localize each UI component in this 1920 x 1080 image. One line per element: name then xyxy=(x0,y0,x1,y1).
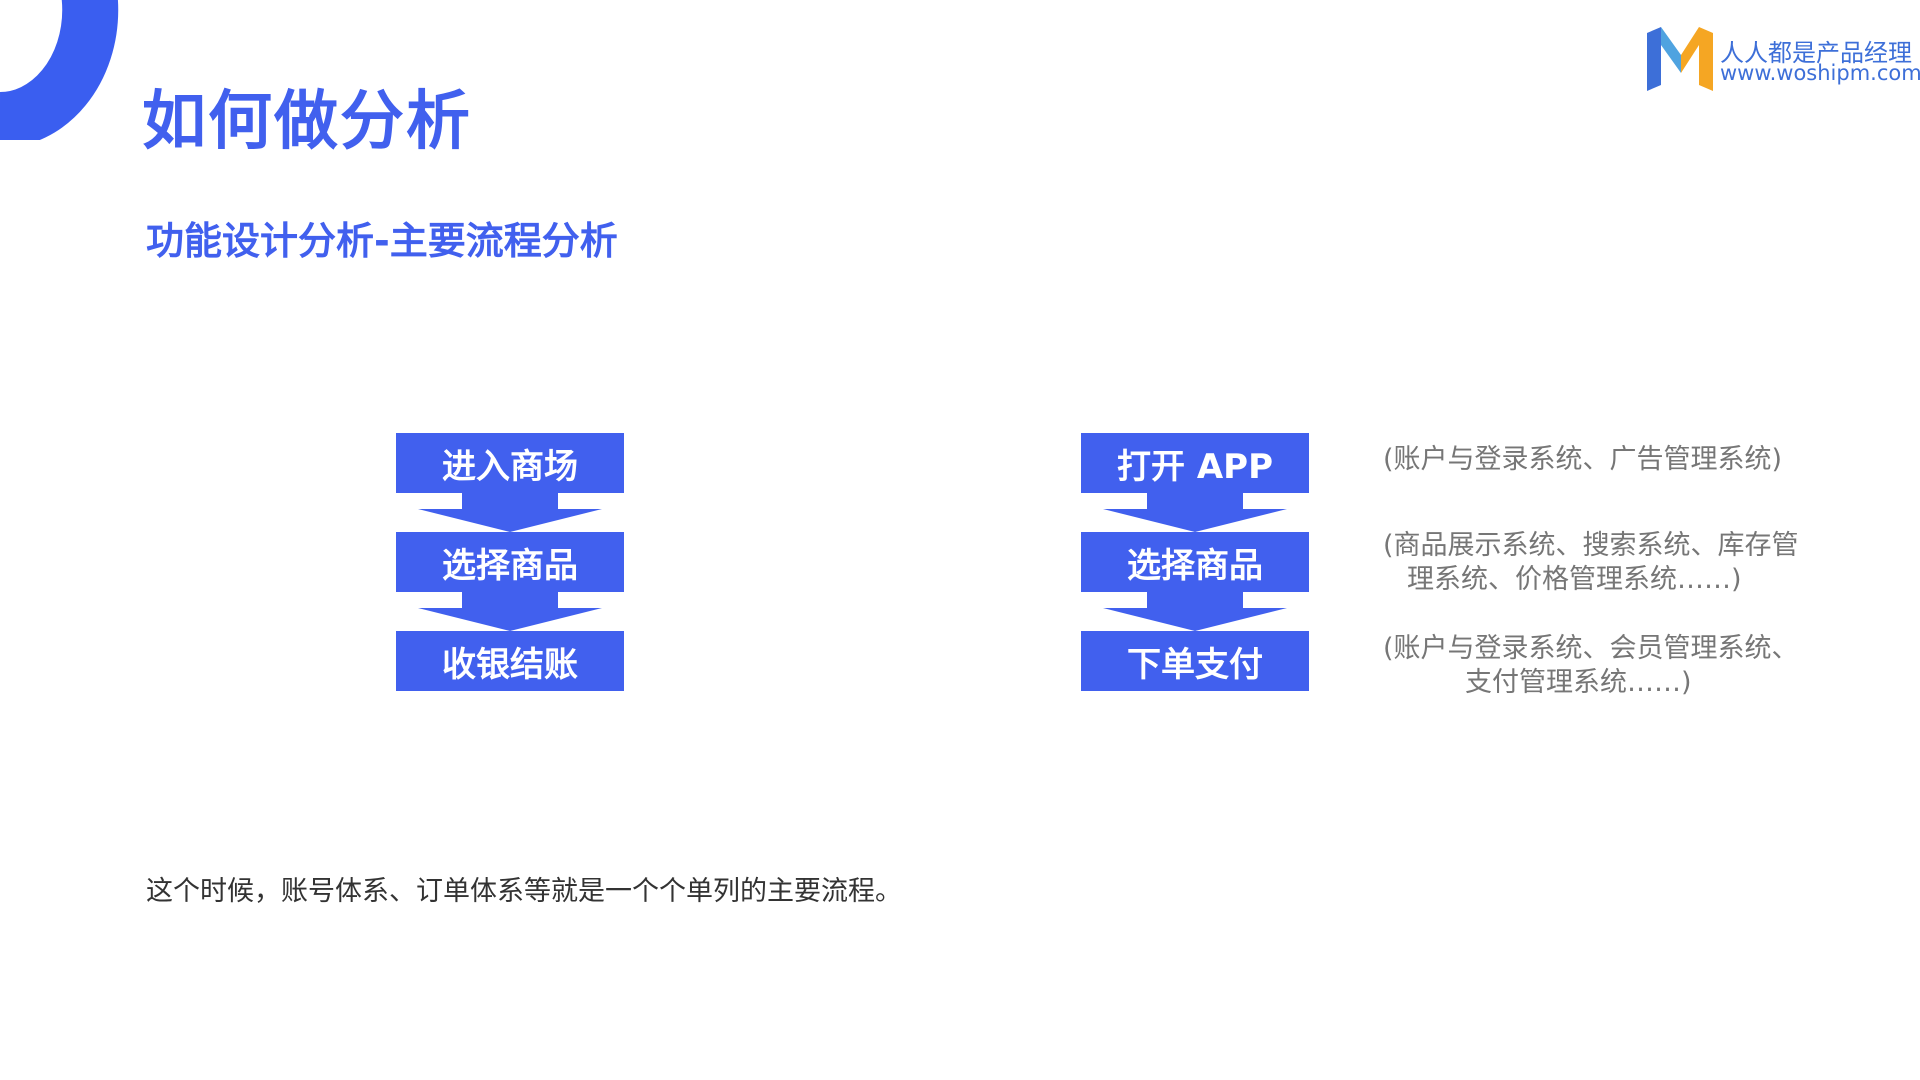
app-flow: 打开 APP 选择商品 下单支付 xyxy=(1081,433,1309,691)
note-line: 理系统、价格管理系统……) xyxy=(1407,564,1742,595)
note-line: (账户与登录系统、会员管理系统、 xyxy=(1383,633,1799,664)
corner-arc-decoration xyxy=(0,0,119,140)
system-note-select-product: (商品展示系统、搜索系统、库存管 理系统、价格管理系统……) xyxy=(1383,529,1799,597)
flow-step-select-product: 选择商品 xyxy=(396,532,624,592)
slide-caption: 这个时候，账号体系、订单体系等就是一个个单列的主要流程。 xyxy=(146,876,902,907)
system-note-order-pay: (账户与登录系统、会员管理系统、 支付管理系统……) xyxy=(1383,632,1799,700)
arrow-down-icon xyxy=(418,493,602,532)
arrow-down-icon xyxy=(1103,592,1287,631)
flow-step-enter-mall: 进入商场 xyxy=(396,433,624,493)
section-subtitle: 功能设计分析-主要流程分析 xyxy=(146,219,618,263)
logo-brand-name: 人人都是产品经理 xyxy=(1720,39,1912,67)
arrow-down-icon xyxy=(418,592,602,631)
flow-step-checkout: 收银结账 xyxy=(396,631,624,691)
flow-step-open-app: 打开 APP xyxy=(1081,433,1309,493)
logo-m-icon xyxy=(1647,27,1713,91)
flow-step-order-pay: 下单支付 xyxy=(1081,631,1309,691)
offline-flow: 进入商场 选择商品 收银结账 xyxy=(396,433,624,691)
note-line: (账户与登录系统、广告管理系统) xyxy=(1383,444,1783,475)
note-line: 支付管理系统……) xyxy=(1465,667,1692,698)
page-title: 如何做分析 xyxy=(142,85,472,159)
logo-url: www.woshipm.com xyxy=(1720,61,1920,85)
flow-step-select-product: 选择商品 xyxy=(1081,532,1309,592)
note-line: (商品展示系统、搜索系统、库存管 xyxy=(1383,530,1799,561)
arrow-down-icon xyxy=(1103,493,1287,532)
brand-logo: 人人都是产品经理 www.woshipm.com xyxy=(1645,25,1920,95)
system-note-open-app: (账户与登录系统、广告管理系统) xyxy=(1383,443,1782,477)
